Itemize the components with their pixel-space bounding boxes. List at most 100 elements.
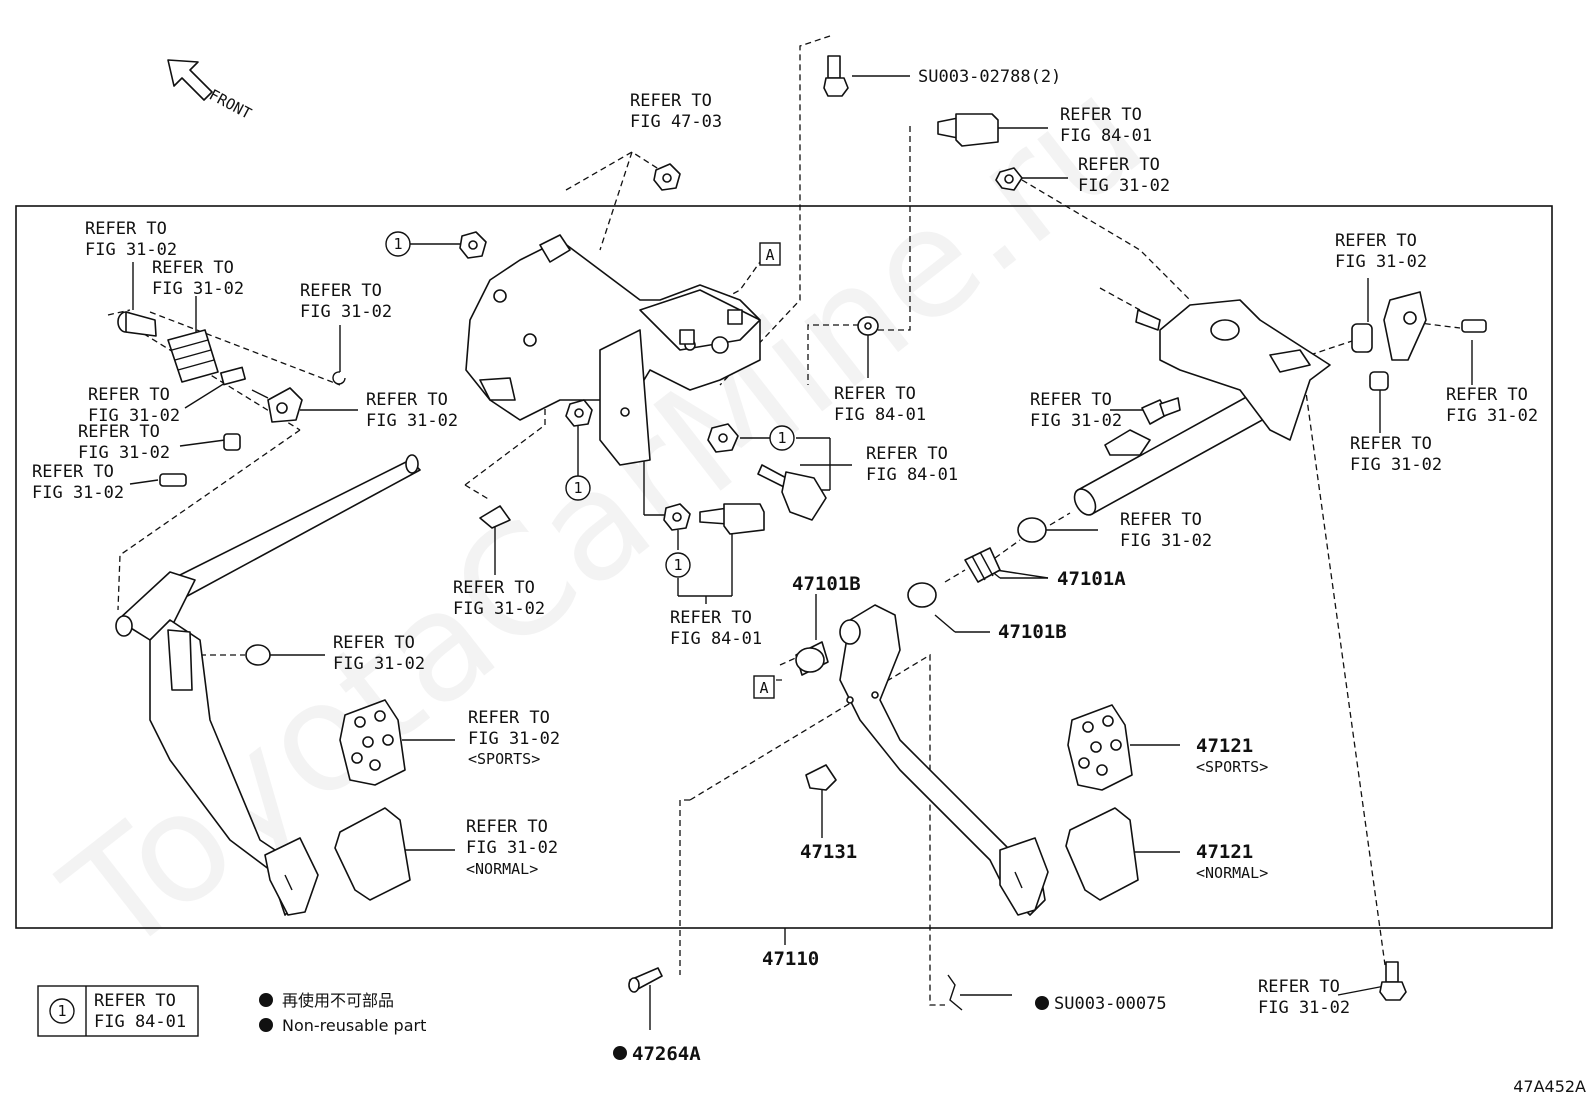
svg-text:FIG 31-02: FIG 31-02 — [1350, 455, 1442, 475]
variant-normal: <NORMAL> — [1196, 864, 1268, 882]
svg-text:REFER TO: REFER TO — [1060, 105, 1142, 125]
figure-code: 47A452A — [1513, 1077, 1586, 1096]
svg-text:REFER TO: REFER TO — [630, 91, 712, 111]
svg-text:FIG 31-02: FIG 31-02 — [32, 483, 124, 503]
non-reusable-dot-icon — [259, 993, 273, 1007]
svg-text:FIG 31-02: FIG 31-02 — [333, 654, 425, 674]
circle-marker: 1 — [385, 231, 411, 257]
ref-label: REFER TO FIG 31-02 — [1120, 510, 1212, 551]
circle-marker-number: 1 — [393, 235, 402, 253]
svg-text:REFER TO: REFER TO — [152, 258, 234, 278]
bushing-icon — [1351, 323, 1373, 353]
front-label: FRONT — [206, 86, 254, 123]
leader-lines — [129, 75, 1473, 1030]
brake-pedal-icon — [839, 604, 1049, 916]
legend-ref-line2: FIG 84-01 — [94, 1012, 186, 1032]
circle-marker-number: 1 — [777, 429, 786, 447]
svg-text:FIG 31-02: FIG 31-02 — [1446, 406, 1538, 426]
svg-text:REFER TO: REFER TO — [1350, 434, 1432, 454]
clevis-icon — [251, 387, 303, 423]
svg-text:REFER TO: REFER TO — [78, 422, 160, 442]
part-number-su003-02788: SU003-02788(2) — [918, 67, 1061, 87]
bolt-icon — [1379, 961, 1407, 1001]
ref-label: REFER TO FIG 31-02 — [1078, 155, 1170, 196]
svg-text:REFER TO: REFER TO — [1258, 977, 1340, 997]
circle-marker-number: 1 — [57, 1002, 66, 1020]
ref-label: REFER TO FIG 31-02 <NORMAL> — [466, 817, 558, 878]
clevis-icon — [1383, 291, 1427, 361]
svg-text:REFER TO: REFER TO — [1078, 155, 1160, 175]
svg-text:REFER TO: REFER TO — [300, 281, 382, 301]
svg-text:REFER TO: REFER TO — [1030, 390, 1112, 410]
svg-text:REFER TO: REFER TO — [453, 578, 535, 598]
sports-pedal-pad-icon — [339, 699, 406, 786]
switch-icon — [699, 503, 765, 535]
ref-label: REFER TO FIG 84-01 — [1060, 105, 1152, 146]
svg-text:FIG 84-01: FIG 84-01 — [670, 629, 762, 649]
ref-label: REFER TO FIG 31-02 — [85, 219, 177, 260]
assembly-frame — [15, 205, 1553, 929]
svg-text:REFER TO: REFER TO — [866, 444, 948, 464]
ref-label: REFER TO FIG 84-01 — [866, 444, 958, 485]
ref-label: REFER TO FIG 31-02 — [1446, 385, 1538, 426]
ref-label: REFER TO FIG 31-02 — [1350, 434, 1442, 475]
svg-text:REFER TO: REFER TO — [468, 708, 550, 728]
clutch-pedal-icon — [115, 454, 421, 916]
circle-marker: 1 — [769, 425, 795, 451]
svg-text:FIG 47-03: FIG 47-03 — [630, 112, 722, 132]
normal-pedal-pad-icon — [1065, 807, 1139, 901]
svg-text:FIG 84-01: FIG 84-01 — [1060, 126, 1152, 146]
part-number-47110: 47110 — [762, 948, 819, 970]
svg-text:REFER TO: REFER TO — [1446, 385, 1528, 405]
svg-text:FIG 84-01: FIG 84-01 — [834, 405, 926, 425]
svg-text:FIG 31-02: FIG 31-02 — [152, 279, 244, 299]
svg-text:FIG 31-02: FIG 31-02 — [1030, 411, 1122, 431]
svg-text:FIG 31-02: FIG 31-02 — [468, 729, 560, 749]
ref-label: REFER TO FIG 31-02 — [1030, 390, 1122, 431]
svg-text:FIG 31-02: FIG 31-02 — [453, 599, 545, 619]
box-marker-letter: A — [759, 679, 768, 697]
spring-icon — [167, 329, 219, 383]
clevis-pin-icon — [117, 311, 157, 337]
stop-lamp-switch-icon — [937, 113, 999, 147]
stopper-icon — [805, 764, 837, 791]
bushing-icon — [1369, 371, 1389, 391]
washer-icon — [857, 316, 879, 336]
svg-text:REFER TO: REFER TO — [1335, 231, 1417, 251]
bushing-icon — [1017, 517, 1047, 543]
ref-label: REFER TO FIG 84-01 — [834, 384, 926, 425]
nut-icon — [653, 163, 681, 191]
svg-text:FIG 31-02: FIG 31-02 — [1335, 252, 1427, 272]
ref-label: REFER TO FIG 31-02 — [300, 281, 392, 322]
non-reusable-dot-icon — [259, 1018, 273, 1032]
svg-text:REFER TO: REFER TO — [834, 384, 916, 404]
clip-icon — [947, 974, 963, 1011]
grommet-icon — [245, 644, 271, 666]
svg-text:FIG 31-02: FIG 31-02 — [300, 302, 392, 322]
svg-text:FIG 31-02: FIG 31-02 — [366, 411, 458, 431]
legend-ref-line1: REFER TO — [94, 991, 176, 1011]
svg-text:REFER TO: REFER TO — [32, 462, 114, 482]
pin-icon — [159, 473, 187, 487]
svg-text:FIG 31-02: FIG 31-02 — [1258, 998, 1350, 1018]
nut-icon — [995, 167, 1023, 191]
part-number-47131: 47131 — [800, 841, 857, 863]
front-arrow-icon — [167, 59, 213, 101]
bushing-icon — [795, 641, 829, 676]
dashed-leaders — [107, 35, 1461, 1006]
variant-normal: <NORMAL> — [466, 860, 538, 878]
legend-non-reusable-en: Non-reusable part — [282, 1016, 426, 1035]
svg-text:FIG 31-02: FIG 31-02 — [88, 406, 180, 426]
non-reusable-dot-icon — [613, 1046, 627, 1060]
pedal-bracket-icon — [465, 234, 761, 466]
nut-icon — [707, 423, 739, 453]
part-number-47121-sports: 47121 — [1196, 735, 1253, 757]
bolt-icon — [1141, 397, 1181, 425]
ref-label: REFER TO FIG 84-01 — [670, 608, 762, 649]
pin-icon — [1461, 319, 1487, 333]
ref-label: REFER TO FIG 47-03 — [630, 91, 722, 132]
bolt-icon — [628, 967, 663, 993]
part-number-47264a: 47264A — [632, 1043, 701, 1065]
legend-non-reusable: 再使用不可部品 Non-reusable part — [259, 991, 426, 1035]
